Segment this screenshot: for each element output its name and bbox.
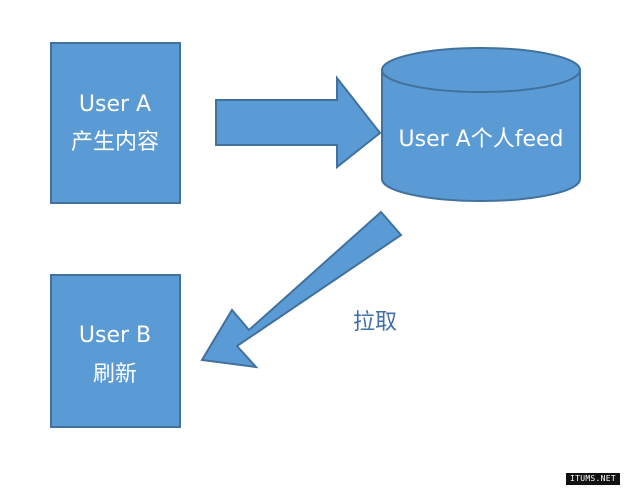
pull-down-left-arrow xyxy=(200,210,403,369)
push-right-arrow xyxy=(215,75,382,170)
feed-cylinder-body xyxy=(381,69,581,202)
user-a-action-label: 产生内容 xyxy=(71,130,159,155)
user-b-label: User B xyxy=(79,323,151,348)
user-b-box: User B 刷新 xyxy=(50,274,181,428)
feed-cylinder-top xyxy=(381,47,581,93)
pull-label: 拉取 xyxy=(353,310,397,335)
user-a-label: User A xyxy=(79,92,151,117)
user-a-feed-store: User A个人feed xyxy=(381,47,581,202)
user-b-action-label: 刷新 xyxy=(93,362,137,387)
feed-store-label: User A个人feed xyxy=(399,127,564,152)
user-a-box: User A 产生内容 xyxy=(50,42,181,204)
site-watermark: ITUMS.NET xyxy=(566,473,620,485)
